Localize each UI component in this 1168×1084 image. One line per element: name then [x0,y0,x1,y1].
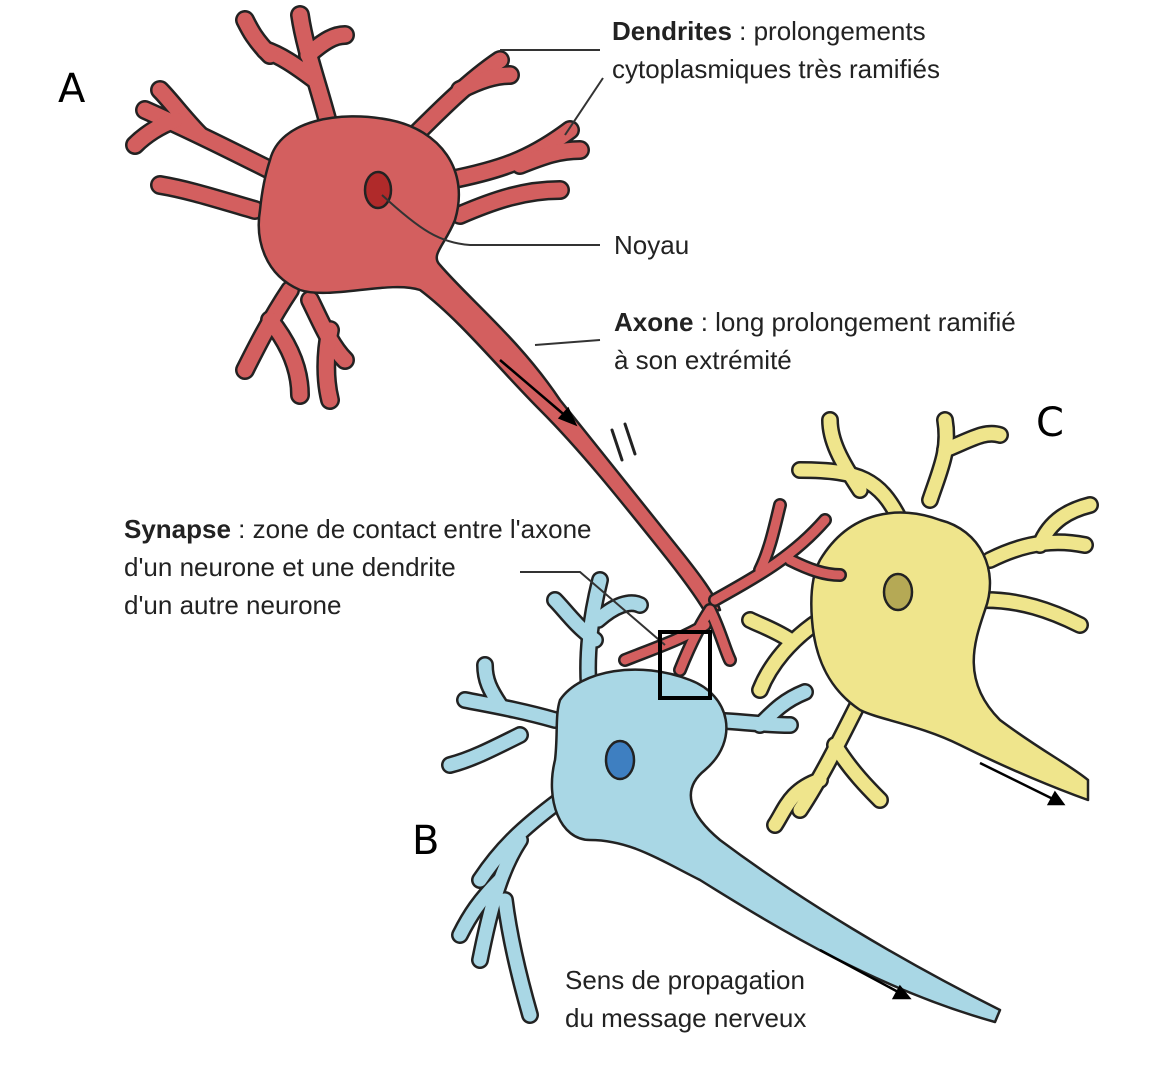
neuron-c [741,411,1099,834]
propagation-line-1: Sens de propagation [565,965,805,995]
synapse-label: Synapse : zone de contact entre l'axone … [124,510,592,624]
synapse-def-2: d'un neurone et une dendrite [124,552,456,582]
axone-term: Axone [614,307,694,337]
propagation-label: Sens de propagation du message nerveux [565,961,806,1037]
axone-leader [534,339,601,346]
direction-arrows [499,359,1066,1000]
nucleus-c [882,572,914,612]
synapse-def-3: d'un autre neurone [124,590,342,620]
letter-c: C [1036,400,1064,446]
synapse-leader [520,571,666,646]
dendrites-label: Dendrites : prolongements cytoplasmiques… [612,12,940,88]
nucleus-b [604,739,636,781]
propagation-line-2: du message nerveux [565,1003,807,1033]
noyau-label: Noyau [614,230,690,260]
leader-lines [381,49,666,646]
dendrites-leader-2 [564,77,604,136]
nucleus-a [363,170,393,210]
synapse-box [658,630,712,700]
axone-def-1: : long prolongement ramifié [693,307,1016,337]
axone-def-2: à son extrémité [614,345,792,375]
axone-label: Axone : long prolongement ramifié à son … [614,303,1016,379]
letter-b: B [412,818,440,864]
noyau-leader [381,194,600,246]
synapse-def-1: : zone de contact entre l'axone [230,514,592,544]
letter-a: A [58,66,86,112]
dendrites-term: Dendrites [612,16,732,46]
dendrites-def-2: cytoplasmiques très ramifiés [612,54,940,84]
dendrites-def-1: : prolongements [731,16,926,46]
synapse-term: Synapse [124,514,231,544]
axon-break-mark [610,428,624,462]
neuron-b [441,571,1002,1024]
